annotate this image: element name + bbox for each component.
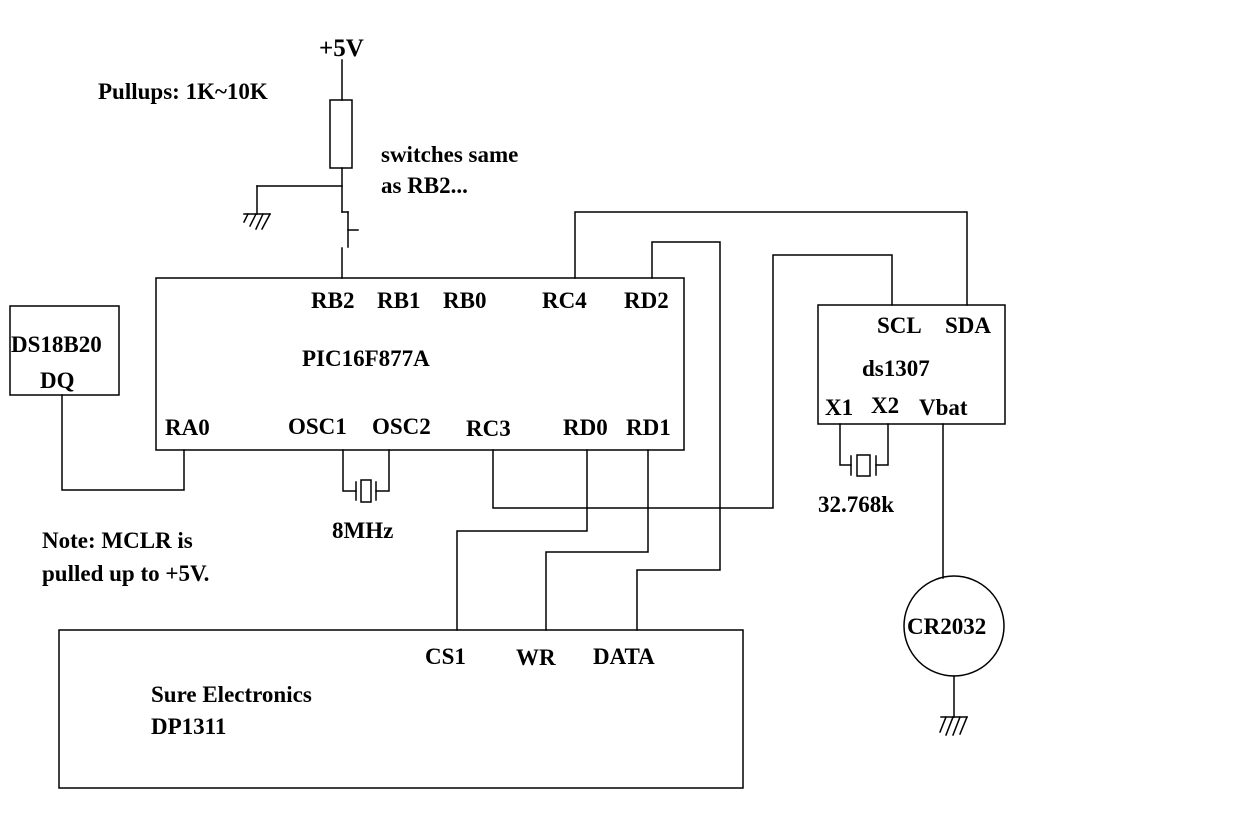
pullup-resistor — [329, 99, 353, 169]
pin-rd0: RD0 — [563, 415, 608, 440]
rtc-pin-vbat: Vbat — [919, 395, 968, 420]
pin-rc4: RC4 — [542, 288, 587, 313]
pin-rb1: RB1 — [377, 288, 420, 313]
rtc-pin-x2: X2 — [871, 393, 899, 418]
battery-ground-icon — [939, 675, 968, 736]
switch-ground-icon — [242, 185, 343, 231]
main-crystal-icon — [342, 449, 390, 503]
mclr-note-line1: Note: MCLR is — [42, 528, 193, 553]
rd1-to-wr-wire — [545, 449, 649, 631]
display-pin-cs1: CS1 — [425, 644, 466, 669]
switches-note-line1: switches same — [381, 142, 518, 167]
rtc-pin-x1: X1 — [825, 395, 853, 420]
pin-rc3: RC3 — [466, 416, 511, 441]
rd2-to-data-wire — [636, 241, 721, 631]
rtc-crystal-icon — [839, 423, 889, 477]
rtc-pin-scl: SCL — [877, 313, 922, 338]
pin-rd2: RD2 — [624, 288, 669, 313]
rd0-to-cs1-wire — [456, 449, 588, 631]
main-crystal-label: 8MHz — [332, 518, 393, 543]
display-module — [58, 629, 744, 789]
sensor-chip — [9, 305, 120, 396]
display-maker: Sure Electronics — [151, 682, 312, 707]
rc4-to-sda-wire — [574, 211, 968, 306]
rtc-name: ds1307 — [862, 356, 930, 381]
vcc-label: +5V — [319, 35, 364, 62]
dq-to-ra0-wire — [61, 394, 185, 491]
switches-note-line2: as RB2... — [381, 173, 468, 198]
mclr-note-line2: pulled up to +5V. — [42, 561, 209, 586]
sensor-pin-dq: DQ — [40, 368, 75, 393]
rtc-pin-sda: SDA — [945, 313, 991, 338]
pin-osc1: OSC1 — [288, 414, 347, 439]
rtc-chip — [817, 304, 1006, 425]
pin-rb2: RB2 — [311, 288, 354, 313]
mcu-chip — [155, 277, 685, 451]
mcu-name: PIC16F877A — [302, 346, 430, 371]
pullups-note: Pullups: 1K~10K — [98, 79, 268, 104]
rc3-to-scl-wire — [492, 254, 893, 509]
pin-rd1: RD1 — [626, 415, 671, 440]
pin-ra0: RA0 — [165, 415, 210, 440]
pushbutton-switch-icon — [341, 211, 359, 279]
pin-osc2: OSC2 — [372, 414, 431, 439]
sensor-name: DS18B20 — [11, 332, 102, 357]
display-pin-data: DATA — [593, 644, 655, 669]
display-pin-wr: WR — [516, 645, 556, 670]
rtc-crystal-label: 32.768k — [818, 492, 894, 517]
battery-label: CR2032 — [907, 614, 986, 639]
display-model: DP1311 — [151, 714, 226, 739]
pin-rb0: RB0 — [443, 288, 486, 313]
